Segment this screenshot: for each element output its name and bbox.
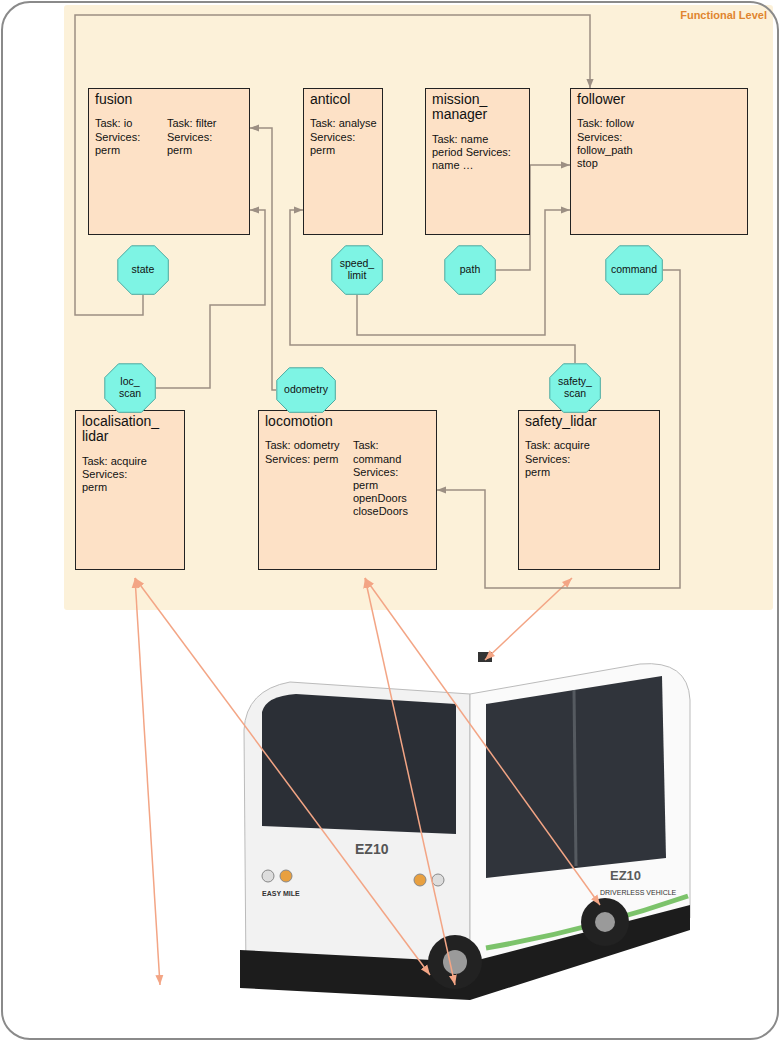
data-flow-arrow — [437, 270, 680, 588]
octagon-shape — [277, 368, 336, 413]
box-columns: Task: follow Services: follow_path stop — [577, 117, 741, 170]
task-services-text: Task: command Services: perm openDoors c… — [353, 439, 425, 518]
box-columns: Task: name period Services: name … — [432, 133, 523, 173]
port-label: path — [460, 264, 480, 276]
component-box: locomotionTask: odometry Services: permT… — [258, 410, 437, 570]
task-services-text: Task: odometry Services: perm — [265, 439, 353, 518]
port-octagon: safety_ scan — [549, 363, 601, 413]
component-box: mission_ managerTask: name period Servic… — [425, 88, 530, 235]
sensor-leader — [135, 578, 600, 985]
box-columns: Task: acquire Services: perm — [525, 439, 653, 479]
task-services-text: Task: follow Services: follow_path stop — [577, 117, 649, 170]
task-services-text: Task: filter Services: perm — [167, 117, 237, 157]
port-label: loc_ scan — [109, 376, 151, 399]
octagon-shape — [332, 246, 383, 294]
port-label: safety_ scan — [554, 376, 596, 399]
component-box: safety_lidarTask: acquire Services: perm — [518, 410, 660, 570]
port-octagon: odometry — [276, 367, 336, 413]
port-label: command — [611, 264, 657, 276]
port-octagon: loc_ scan — [104, 363, 156, 413]
component-name: anticol — [310, 92, 376, 107]
data-flow-arrow — [75, 15, 590, 315]
port-octagon: speed_ limit — [331, 245, 383, 295]
port-label: speed_ limit — [336, 258, 378, 281]
box-columns: Task: analyse Services: perm — [310, 117, 376, 157]
port-label: odometry — [284, 384, 328, 396]
vehicle-marking: DRIVERLESS VEHICLE — [600, 889, 676, 897]
octagon-shape — [118, 246, 169, 294]
component-name: localisation_ lidar — [82, 414, 178, 445]
octagon-shape — [105, 364, 156, 413]
component-name: mission_ manager — [432, 92, 523, 123]
octagon-shape — [445, 246, 496, 294]
task-services-text: Task: io Services: perm — [95, 117, 167, 157]
vehicle-marking: EASY MILE — [262, 890, 300, 898]
bus-drawing — [240, 652, 690, 1000]
component-name: safety_lidar — [525, 414, 653, 429]
vehicle-marking: EZ10 — [355, 842, 388, 857]
task-services-text: Task: acquire Services: perm — [82, 455, 154, 495]
component-box: fusionTask: io Services: permTask: filte… — [88, 88, 250, 235]
component-name: locomotion — [265, 414, 430, 429]
box-columns: Task: io Services: permTask: filter Serv… — [95, 117, 243, 157]
level-title: Functional Level — [64, 5, 773, 21]
level-panel: Functional Level fusionTask: io Services:… — [64, 5, 773, 610]
box-columns: Task: odometry Services: permTask: comma… — [265, 439, 430, 518]
component-name: fusion — [95, 92, 243, 107]
component-box: anticolTask: analyse Services: perm — [303, 88, 383, 235]
component-name: follower — [577, 92, 741, 107]
data-flow-arrow — [250, 128, 276, 390]
box-columns: Task: acquire Services: perm — [82, 455, 178, 495]
port-octagon: state — [117, 245, 169, 295]
task-services-text: Task: acquire Services: perm — [525, 439, 597, 479]
port-octagon: command — [605, 245, 663, 295]
port-label: state — [132, 264, 155, 276]
octagon-shape — [606, 246, 663, 294]
component-box: localisation_ lidarTask: acquire Service… — [75, 410, 185, 570]
task-services-text: Task: analyse Services: perm — [310, 117, 378, 157]
octagon-shape — [550, 364, 601, 413]
data-flow-arrow — [156, 210, 265, 388]
task-services-text: Task: name period Services: name … — [432, 133, 512, 173]
vehicle-marking: EZ10 — [610, 869, 641, 883]
component-box: followerTask: follow Services: follow_pa… — [570, 88, 748, 235]
port-octagon: path — [444, 245, 496, 295]
